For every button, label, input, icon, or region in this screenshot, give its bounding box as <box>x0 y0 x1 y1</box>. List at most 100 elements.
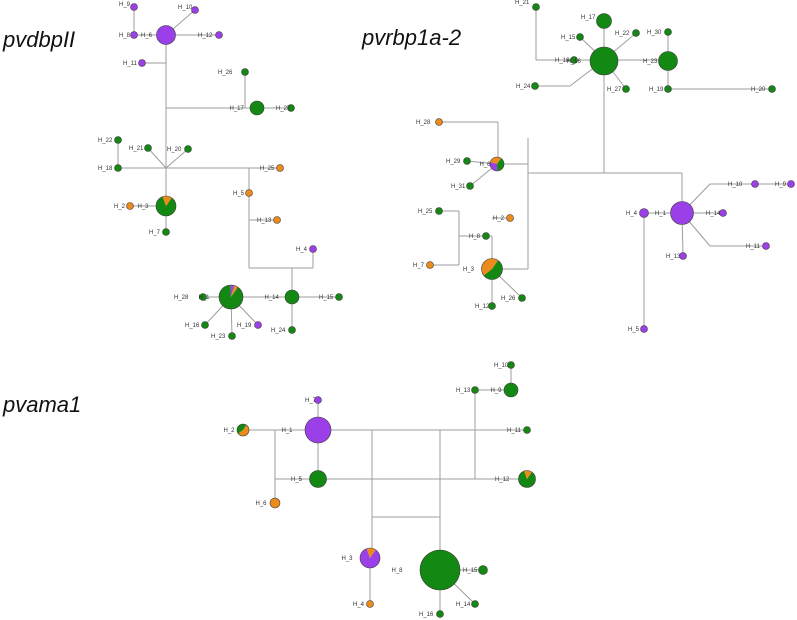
haplotype-node-pvrbp1a-2-H_4 <box>639 208 649 218</box>
pie-slice-orange <box>273 216 281 224</box>
node-label: H_28 <box>174 295 189 301</box>
node-outline <box>114 136 122 144</box>
node-outline <box>236 423 250 437</box>
haplotype-node-pvrbp1a-2-H_14 <box>719 209 727 217</box>
title-pvama1: pvama1 <box>2 392 81 417</box>
haplotype-node-pvrbp1a-2-H_28 <box>435 118 443 126</box>
node-label: H_6 <box>141 33 153 39</box>
node-outline <box>507 361 515 369</box>
node-label: H_17 <box>581 15 596 21</box>
pie-slice-green <box>488 302 496 310</box>
haplotype-node-pvama1-H_5 <box>309 470 327 488</box>
node-outline <box>589 46 619 76</box>
haplotype-node-pvrbp1a-2-H_25 <box>435 207 443 215</box>
node-outline <box>228 332 236 340</box>
node-label: H_5 <box>291 477 303 483</box>
haplotype-node-pvdbpII-H_16 <box>201 321 209 329</box>
haplotype-node-pvama1-H_15 <box>478 565 488 575</box>
pie-slice-green <box>632 29 640 37</box>
node-label: H_9 <box>491 388 503 394</box>
pie-slice-green <box>228 332 236 340</box>
haplotype-node-pvdbpII-H_27 <box>287 104 295 112</box>
pie-slice-green <box>622 85 630 93</box>
haplotype-node-pvrbp1a-2-H_1 <box>670 201 694 225</box>
haplotype-node-pvrbp1a-2-H_19 <box>664 85 672 93</box>
node-outline <box>304 416 332 444</box>
node-label: H_28 <box>416 120 431 126</box>
haplotype-node-pvrbp1a-2-H_30 <box>664 28 672 36</box>
pie-slice-green <box>435 207 443 215</box>
node-outline <box>419 549 461 591</box>
node-label: H_20 <box>751 87 766 93</box>
node-outline <box>503 382 519 398</box>
node-label: H_16 <box>419 612 434 618</box>
haplotype-node-pvrbp1a-2-H_27 <box>622 85 630 93</box>
haplotype-node-pvrbp1a-2-H_5 <box>640 325 648 333</box>
node-outline <box>130 31 138 39</box>
haplotype-node-pvdbpII-H_10 <box>191 6 199 14</box>
node-outline <box>130 3 138 11</box>
node-outline <box>471 600 479 608</box>
node-label: H_9 <box>775 182 787 188</box>
node-outline <box>114 164 122 172</box>
node-outline <box>201 321 209 329</box>
node-label: H_14 <box>265 295 280 301</box>
node-outline <box>471 386 479 394</box>
node-outline <box>156 25 176 45</box>
node-outline <box>596 13 612 29</box>
haplotype-node-pvrbp1a-2-H_20 <box>768 85 776 93</box>
node-outline <box>276 164 284 172</box>
pie-slice-green <box>287 104 295 112</box>
node-outline <box>658 51 678 71</box>
node-outline <box>518 294 526 302</box>
haplotype-node-pvdbpII-H_5 <box>245 189 253 197</box>
node-outline <box>288 326 296 334</box>
haplotype-node-pvrbp1a-2-H_2 <box>506 214 514 222</box>
haplotype-node-pvdbpII-H_14 <box>284 289 300 305</box>
haplotype-node-pvdbpII-H_23 <box>228 332 236 340</box>
pie-slice-green <box>664 85 672 93</box>
pie-slice-green <box>114 164 122 172</box>
haplotype-node-pvrbp1a-2-H_24 <box>531 82 539 90</box>
haplotype-node-pvama1-H_13 <box>471 386 479 394</box>
pie-slice-green <box>436 610 444 618</box>
node-label: H_7 <box>305 398 317 404</box>
pie-slice-purple <box>130 3 138 11</box>
node-outline <box>532 3 540 11</box>
pie-slice-purple <box>215 31 223 39</box>
node-outline <box>768 85 776 93</box>
haplotype-node-pvdbpII-H_17 <box>249 100 265 116</box>
node-label: H_14 <box>456 602 471 608</box>
node-outline <box>138 59 146 67</box>
haplotype-node-pvrbp1a-2-H_26 <box>518 294 526 302</box>
node-outline <box>314 396 322 404</box>
haplotype-node-pvdbpII-H_20 <box>184 145 192 153</box>
node-outline <box>478 565 488 575</box>
pie-slice-purple <box>230 285 235 297</box>
pie-slice-orange <box>524 470 532 479</box>
pie-slice-green <box>250 101 264 115</box>
node-label: H_12 <box>495 477 510 483</box>
haplotype-node-pvrbp1a-2-H_11 <box>762 242 770 250</box>
node-outline <box>506 214 514 222</box>
node-label: H_10 <box>178 5 193 11</box>
node-label: H_17 <box>230 106 245 112</box>
haplotype-node-pvama1-H_14 <box>471 600 479 608</box>
node-label: H_3 <box>463 267 475 273</box>
node-label: H_6 <box>480 162 492 168</box>
pie-slice-green <box>497 158 505 171</box>
node-label: H_24 <box>516 84 531 90</box>
node-outline <box>366 600 374 608</box>
node-label: H_25 <box>260 166 275 172</box>
haplotype-node-pvrbp1a-2-H_9 <box>787 180 795 188</box>
node-outline <box>435 207 443 215</box>
pie-slice-green <box>236 424 247 434</box>
node-label: H_24 <box>271 328 286 334</box>
node-label: H_16 <box>185 323 200 329</box>
pie-slice-green <box>664 28 672 36</box>
node-outline <box>488 302 496 310</box>
node-outline <box>273 216 281 224</box>
pie-slice-purple <box>359 548 380 568</box>
